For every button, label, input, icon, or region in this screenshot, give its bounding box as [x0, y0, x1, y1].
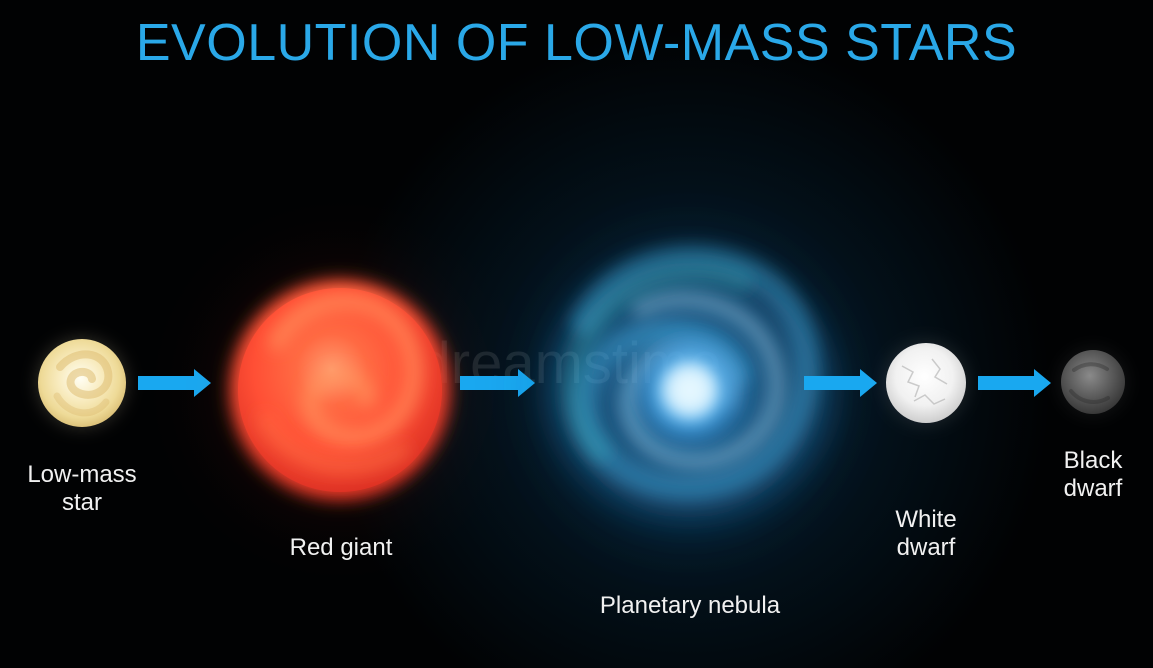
stage-label-black-dwarf: Black dwarf — [1045, 447, 1141, 503]
arrow-4 — [978, 369, 1051, 397]
stage-label-red-giant: Red giant — [264, 534, 418, 562]
white-dwarf-icon — [884, 341, 968, 425]
red-giant-icon — [214, 264, 466, 516]
stage-label-line: Black — [1063, 447, 1123, 474]
arrow-1 — [138, 369, 211, 397]
black-dwarf-icon — [1058, 347, 1128, 417]
low-mass-star-icon — [36, 337, 128, 429]
stage-label-line: dwarf — [896, 534, 956, 561]
stage-label-low-mass-star: Low-mass star — [12, 461, 152, 517]
stage-label-planetary-nebula: Planetary nebula — [578, 592, 802, 620]
page-title: EVOLUTION OF LOW-MASS STARS — [135, 14, 1018, 72]
stage-label-line: Low-mass — [27, 461, 137, 488]
arrow-3 — [804, 369, 877, 397]
planetary-nebula-icon — [503, 205, 873, 575]
stage-label-line: dwarf — [1063, 475, 1123, 502]
stage-label-white-dwarf: White dwarf — [868, 506, 984, 562]
stage-label-line: White — [895, 506, 957, 533]
stage-label-line: Planetary nebula — [599, 592, 781, 619]
stage-label-line: star — [61, 489, 102, 516]
stage-label-line: Red giant — [289, 534, 393, 561]
